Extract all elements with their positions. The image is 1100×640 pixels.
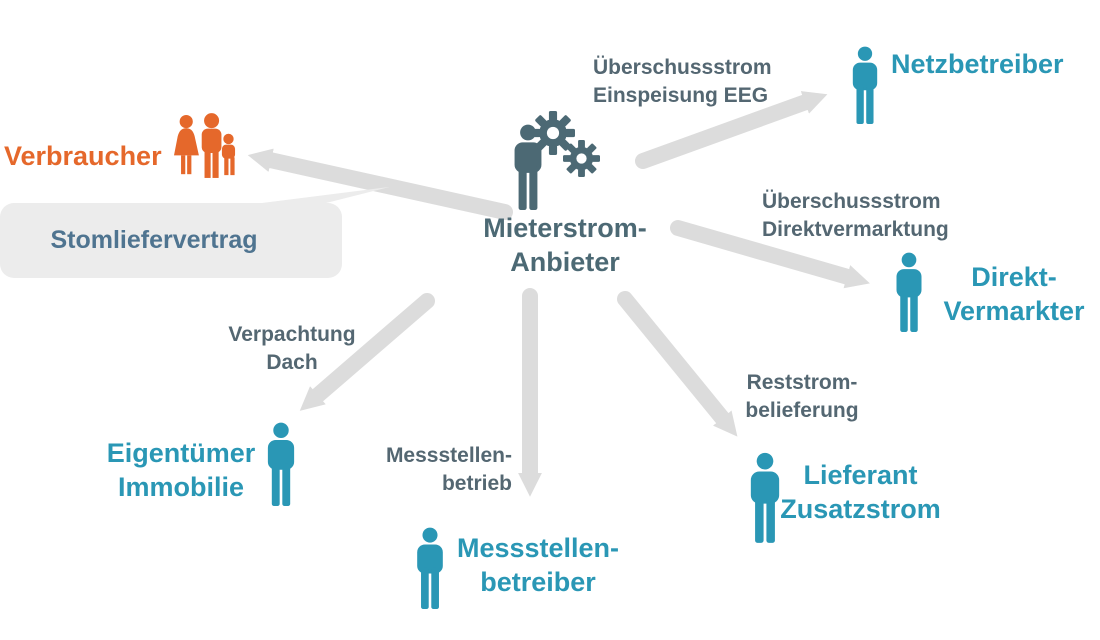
direkt-vermarkter-label: Direkt- Vermarkter <box>943 262 1085 326</box>
person-icon-netzbetreiber <box>849 46 881 124</box>
edge-label-einspeisung-eeg: Überschussstrom Einspeisung EEG <box>593 56 772 107</box>
lieferant-zusatzstrom-label: Lieferant Zusatzstrom <box>780 460 941 524</box>
person-icon-direkt-vermarkter <box>893 252 925 332</box>
netzbetreiber-label: Netzbetreiber <box>891 49 1064 79</box>
edge-label-reststrombelieferung: Reststrom- belieferung <box>745 371 859 422</box>
edge-label-direktvermarktung: Überschussstrom Direktvermarktung <box>762 190 949 241</box>
messstellenbetreiber-label: Messstellen- betreiber <box>456 533 620 597</box>
verbraucher-label: Verbraucher <box>4 141 162 171</box>
arrow-center-to-netzbetreiber <box>635 91 828 169</box>
stromliefervertrag-bubble: Stomliefervertrag <box>0 203 342 278</box>
edge-label-messstellenbetrieb: Messstellen- betrieb <box>385 444 512 495</box>
arrow-center-to-verbraucher <box>247 148 513 220</box>
edge-label-verpachtung-dach: Verpachtung Dach <box>228 323 356 374</box>
stromliefervertrag-label: Stomliefervertrag <box>50 226 258 254</box>
mieterstrom-anbieter-label: Mieterstrom- Anbieter <box>483 213 647 277</box>
arrow-center-to-direkt-vermarkter <box>670 220 870 289</box>
family-icon <box>174 108 236 184</box>
arrow-center-to-lieferant <box>617 291 738 437</box>
arrow-center-to-eigentuemer <box>299 293 435 411</box>
eigentuemer-immobilie-label: Eigentümer Immobilie <box>106 438 256 502</box>
gear-icon-small <box>563 140 600 177</box>
